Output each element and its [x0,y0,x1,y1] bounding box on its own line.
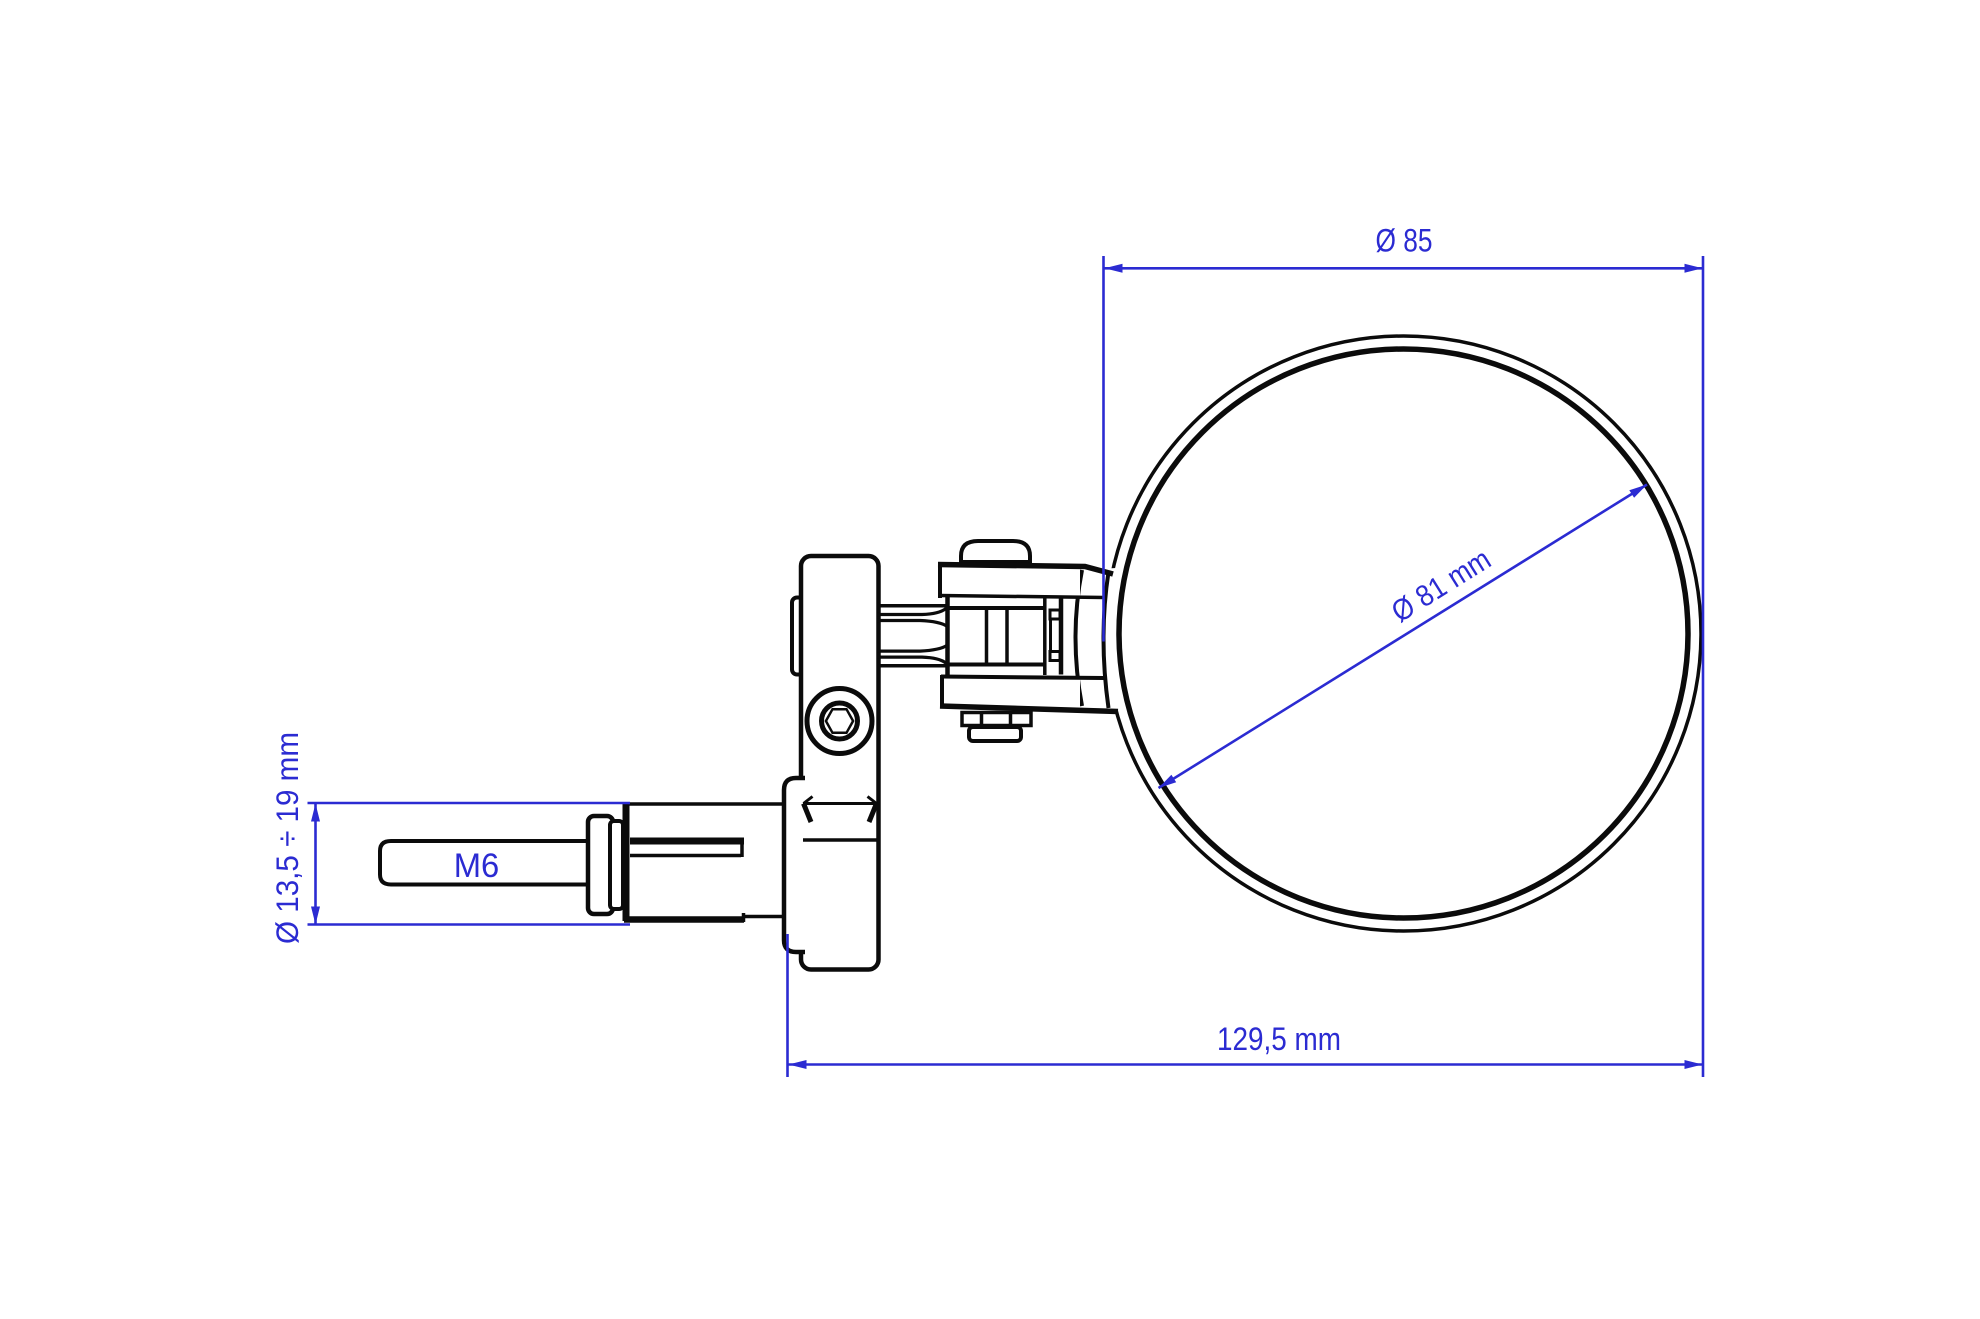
svg-text:Ø 85: Ø 85 [1376,223,1433,259]
svg-text:129,5 mm: 129,5 mm [1217,1021,1341,1057]
svg-text:Ø 13,5 ÷ 19 mm: Ø 13,5 ÷ 19 mm [269,732,305,944]
svg-text:M6: M6 [454,847,500,885]
